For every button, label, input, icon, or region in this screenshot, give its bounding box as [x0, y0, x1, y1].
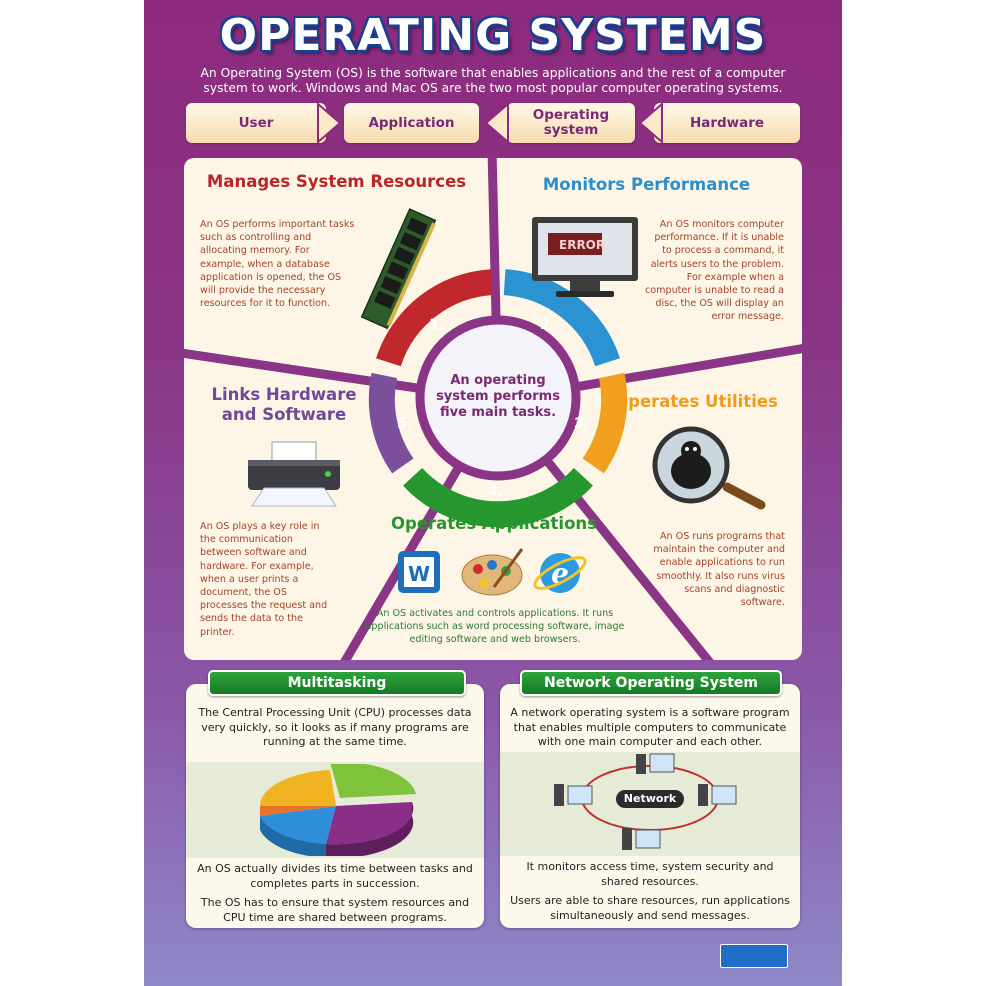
computer-icon-top — [636, 753, 675, 774]
flow-arrows — [317, 101, 663, 145]
error-screen-text: ERROR — [559, 238, 606, 252]
network-diagram — [554, 753, 737, 850]
computer-icon-left — [554, 784, 593, 806]
task4-title: Operates Applications — [390, 514, 597, 533]
ring-number-5: 5. — [397, 416, 413, 432]
task1-title: Manages System Resources — [206, 172, 467, 191]
center-text: An operating system performs five main t… — [436, 373, 560, 420]
poster: OPERATING SYSTEMS An Operating System (O… — [144, 0, 842, 986]
task2-text: An OS monitors computer performance. If … — [645, 219, 784, 323]
multitasking-title: Multitasking — [208, 670, 466, 696]
computer-icon-bottom — [622, 828, 661, 850]
network-label: Network — [623, 792, 677, 805]
page-title: OPERATING SYSTEMS — [219, 10, 767, 61]
network-text-1: A network operating system is a software… — [510, 706, 790, 748]
flow-hardware: Hardware — [654, 103, 800, 143]
network-text-2: It monitors access time, system security… — [526, 860, 774, 888]
ring-number-1: 1. — [429, 317, 445, 333]
network-text-3: Users are able to share resources, run a… — [510, 894, 790, 922]
monitor-icon — [532, 217, 638, 297]
flow-operating-system: Operating system — [507, 103, 635, 143]
multitasking-text-3: The OS has to ensure that system resourc… — [200, 896, 470, 924]
task2-title: Monitors Performance — [542, 175, 751, 194]
multitasking-box: The Central Processing Unit (CPU) proces… — [186, 684, 484, 928]
task3-title: Operates Utilities — [614, 392, 778, 411]
magnifier-bug-icon — [652, 426, 766, 510]
network-os-box: A network operating system is a software… — [500, 684, 800, 928]
flow-application: Application — [344, 103, 479, 143]
intro-text: An Operating System (OS) is the software… — [200, 66, 786, 95]
task5-text: An OS plays a key role in the communicat… — [200, 521, 328, 638]
memory-module-icon — [360, 208, 437, 330]
multitasking-text-1: The Central Processing Unit (CPU) proces… — [198, 706, 472, 748]
web-browser-icon: e — [533, 553, 587, 593]
task5-title: Links Hardware and Software — [211, 385, 357, 424]
paint-palette-icon — [461, 548, 524, 596]
pie-chart-illustration — [259, 764, 416, 856]
ring-number-3: 3. — [574, 416, 590, 432]
printer-icon — [248, 441, 340, 507]
computer-icon-right — [698, 784, 737, 806]
task1-text: An OS performs important tasks such as c… — [200, 219, 355, 310]
ring-number-4: 4. — [488, 484, 504, 500]
task3-text: An OS runs programs that maintain the co… — [653, 531, 785, 609]
svg-text:W: W — [408, 562, 430, 586]
flow-user: User — [186, 103, 326, 143]
application-icons: W e — [398, 548, 587, 596]
multitasking-text-2: An OS actually divides its time between … — [197, 862, 473, 890]
word-processor-icon: W — [398, 551, 440, 593]
network-os-title: Network Operating System — [520, 670, 782, 696]
ring-number-2: 2. — [540, 317, 556, 333]
publisher-logo — [720, 944, 788, 968]
task4-text: An OS activates and controls application… — [365, 608, 625, 646]
